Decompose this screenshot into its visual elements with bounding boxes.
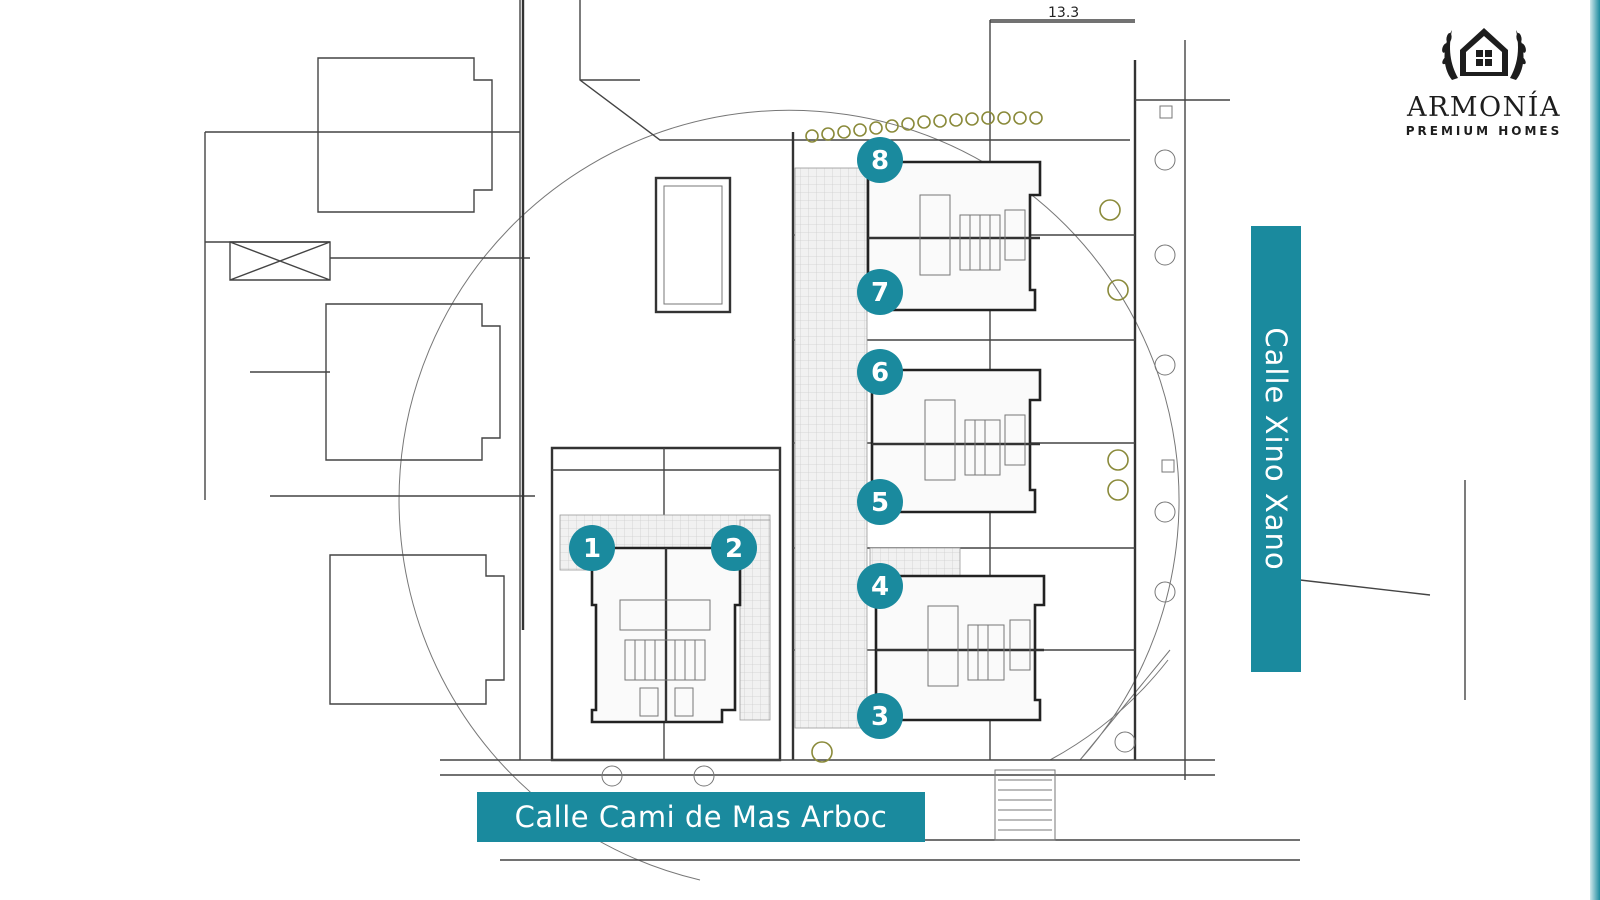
dimension-line: 13.3 [990, 5, 1135, 23]
unit-number: 3 [871, 702, 889, 732]
unit-marker-circle [711, 525, 757, 571]
street-label-vertical: Calle Xino Xano [1251, 226, 1301, 672]
unit-marker-1: 1 [569, 525, 615, 571]
neighbour-buildings [204, 0, 1130, 760]
unit-marker-circle [857, 269, 903, 315]
unit-marker-circle [857, 563, 903, 609]
tree-row [805, 111, 1129, 763]
unit-marker-circle [857, 693, 903, 739]
pool [654, 176, 732, 314]
street-furniture [601, 105, 1176, 841]
street-name-horizontal: Calle Cami de Mas Arboc [514, 800, 888, 834]
unit-marker-4: 4 [857, 563, 903, 609]
unit-marker-circle [569, 525, 615, 571]
unit-number: 6 [871, 358, 889, 388]
unit-marker-circle [857, 137, 903, 183]
unit-marker-6: 6 [857, 349, 903, 395]
brand-tagline: PREMIUM HOMES [1405, 124, 1563, 138]
unit-number: 7 [871, 278, 889, 308]
brand-name: ARMONÍA [1407, 92, 1561, 123]
unit-marker-8: 8 [857, 137, 903, 183]
unit-marker-5: 5 [857, 479, 903, 525]
unit-markers: 1 2 3 4 5 6 7 8 [569, 137, 903, 739]
unit-marker-3: 3 [857, 693, 903, 739]
buildings [590, 160, 1046, 724]
unit-number: 5 [871, 488, 889, 518]
right-accent-bar [1590, 0, 1600, 900]
unit-marker-circle [857, 479, 903, 525]
unit-number: 8 [871, 146, 889, 176]
unit-marker-circle [857, 349, 903, 395]
unit-marker-7: 7 [857, 269, 903, 315]
unit-number: 2 [725, 534, 743, 564]
house-laurel-icon [1442, 28, 1526, 80]
radius-arc [398, 109, 1180, 881]
unit-number: 4 [871, 572, 889, 602]
dimension-label: 13.3 [1048, 5, 1079, 21]
brand-logo: ARMONÍA PREMIUM HOMES [1384, 20, 1584, 138]
street-label-horizontal: Calle Cami de Mas Arboc [477, 792, 925, 842]
unit-marker-2: 2 [711, 525, 757, 571]
street-name-vertical: Calle Xino Xano [1259, 327, 1293, 571]
unit-number: 1 [583, 534, 601, 564]
